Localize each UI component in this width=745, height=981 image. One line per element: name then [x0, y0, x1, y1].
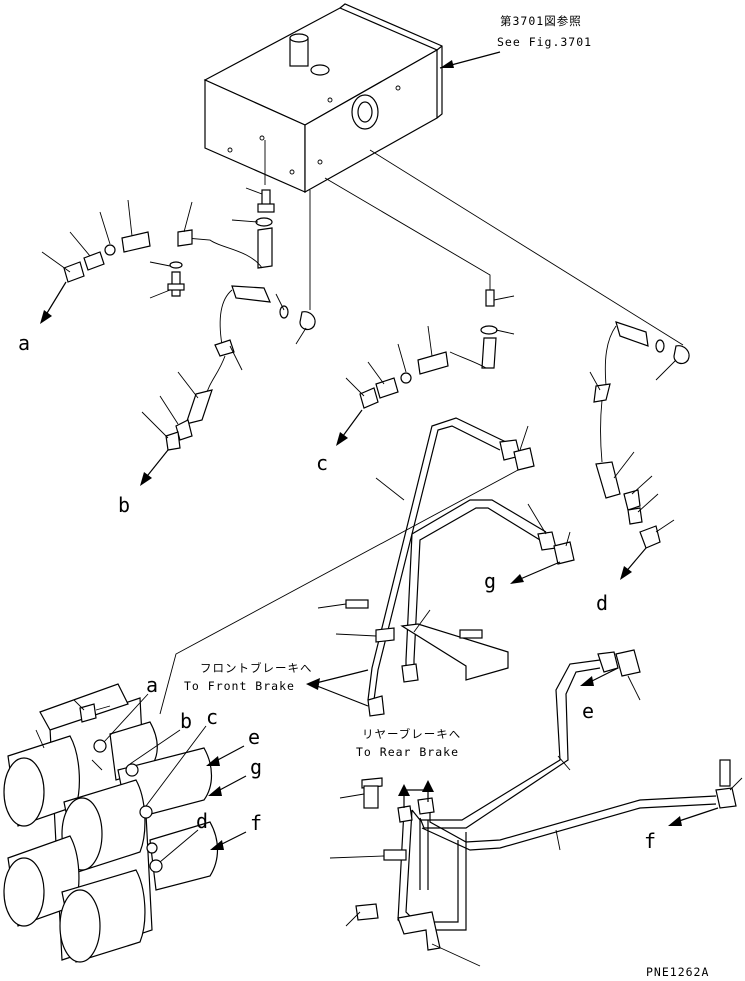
valve-label-e: e [248, 725, 260, 749]
rear-brake-arrow-2 [422, 780, 434, 792]
front-brake-arrow [306, 678, 320, 690]
valve-e-arrow-shaft [213, 745, 245, 763]
line-g-arrow [510, 574, 524, 584]
line-b-assembly [141, 285, 316, 451]
line-c-label: c [316, 451, 328, 475]
rear-brake-bracket [403, 789, 429, 808]
line-b-arrow [140, 472, 152, 486]
valve-label-f: f [250, 811, 262, 835]
line-a-arrow-shaft [43, 281, 67, 319]
tank-outlet-lines [264, 140, 684, 346]
front-brake-leader-1 [311, 669, 369, 685]
valve-f-arrow [210, 840, 224, 850]
valve-label-g: g [250, 755, 262, 779]
valve-to-c-line [159, 469, 519, 715]
brake-valve-cluster [3, 683, 219, 963]
rear-brake-arrow-1 [398, 784, 410, 796]
line-a-label: a [18, 331, 30, 355]
front-brake-jp: フロントブレーキへ [200, 661, 313, 675]
front-brake-tubes [317, 417, 575, 717]
line-b-label: b [118, 493, 130, 517]
line-e-arrow-shaft [589, 667, 619, 683]
drawing-code: PNE1262A [646, 965, 709, 979]
line-g-label: g [484, 569, 496, 593]
valve-label-b: b [180, 709, 192, 733]
rear-brake-en: To Rear Brake [356, 745, 459, 759]
front-brake-en: To Front Brake [184, 679, 295, 693]
line-c-arrow [336, 432, 348, 446]
line-g-arrow-shaft [517, 561, 561, 581]
line-e-arrow [580, 676, 594, 686]
valve-label-a: a [146, 673, 158, 697]
line-a-arrow [40, 310, 52, 324]
tank-ref-arrow [440, 60, 454, 68]
line-c-assembly [345, 289, 515, 409]
tank-ref-jp: 第3701図参照 [500, 14, 582, 28]
valve-e-arrow [206, 756, 220, 766]
rear-brake-jp: リヤーブレーキへ [362, 727, 461, 741]
line-f-arrow-shaft [675, 807, 719, 823]
valve-g-arrow [208, 786, 222, 796]
line-f-label: f [644, 829, 656, 853]
tank-ref-en: See Fig.3701 [497, 35, 592, 49]
line-a-assembly [41, 187, 275, 299]
rear-brake-tubes [329, 649, 743, 967]
front-brake-leader-2 [311, 683, 369, 707]
valve-g-arrow-shaft [215, 775, 247, 793]
line-f-arrow [668, 816, 682, 826]
line-d-label: d [596, 591, 608, 615]
valve-label-c: c [206, 705, 218, 729]
reservoir-tank [203, 3, 443, 194]
valve-label-d: d [196, 809, 208, 833]
line-d-assembly [589, 321, 690, 549]
line-d-arrow [620, 566, 632, 580]
line-e-label: e [582, 699, 594, 723]
